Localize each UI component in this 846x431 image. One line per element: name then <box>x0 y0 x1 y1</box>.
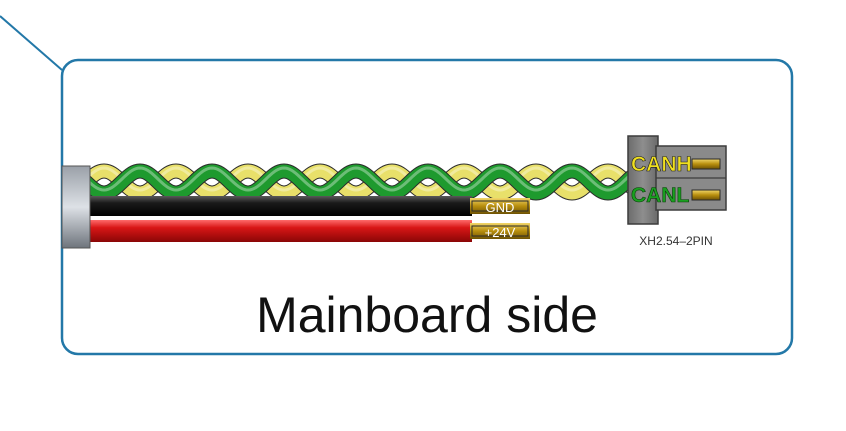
gnd-terminal <box>470 198 530 214</box>
can-yellow-wire <box>79 164 647 200</box>
v24-label: +24V <box>485 225 516 240</box>
v24-wire <box>86 220 472 242</box>
canl-pin <box>691 189 721 201</box>
xh-connector-housing <box>627 135 659 225</box>
canl-label: CANL <box>631 184 689 207</box>
v24-terminal <box>470 223 530 239</box>
can-green-wire <box>79 164 647 200</box>
callout-leader-line <box>0 15 63 71</box>
canh-pin <box>691 158 721 170</box>
can-green-wire-highlight <box>84 166 641 192</box>
twisted-pair-can <box>78 163 648 201</box>
cable-jacket <box>62 166 90 248</box>
can-yellow-wire-highlight <box>84 166 641 192</box>
gnd-wire <box>86 196 472 216</box>
canh-label: CANH <box>631 153 692 176</box>
gnd-label: GND <box>486 200 515 215</box>
connector-part-label: XH2.54–2PIN <box>639 234 712 248</box>
mainboard-side-caption: Mainboard side <box>256 287 598 343</box>
